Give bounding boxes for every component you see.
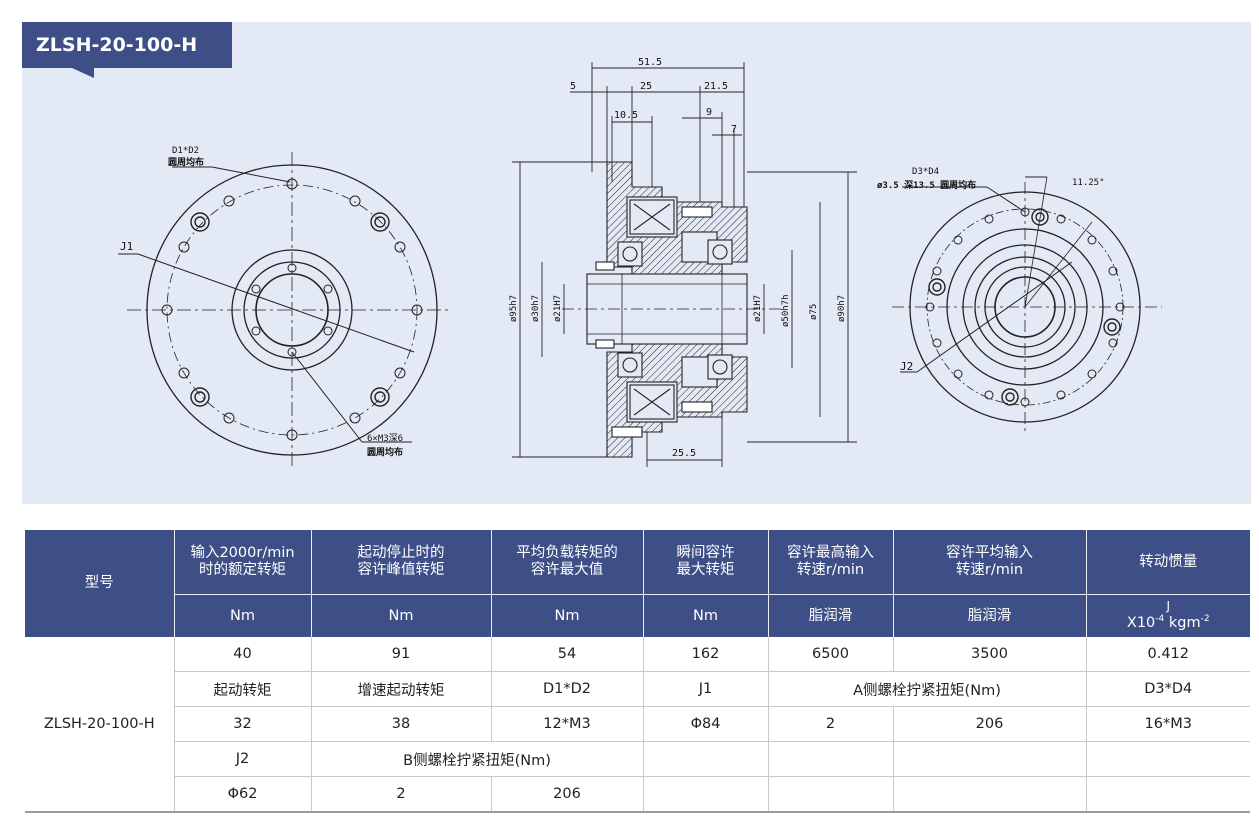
- front-hole-label: D1*D2: [172, 146, 199, 156]
- header-max-input-speed: 容许最高输入 转速r/min: [768, 530, 894, 595]
- dim-10-5: 10.5: [614, 110, 638, 121]
- dim-9: 9: [706, 107, 712, 118]
- rear-hole-label: D3*D4: [912, 167, 939, 177]
- section-dimensions: [512, 62, 857, 467]
- table-cell: 2: [311, 776, 492, 813]
- rear-view-labels: D3*D4 ø3.5 深13.5 圆周均布 11.25° J2: [877, 167, 1105, 373]
- unit-cell: Nm: [643, 594, 769, 637]
- table-cell: Φ84: [643, 706, 769, 742]
- dim-dia-50: ø50h7h: [781, 294, 791, 327]
- table-cell: Φ62: [174, 776, 312, 813]
- header-model: 型号: [25, 530, 175, 637]
- table-cell: 40: [174, 637, 312, 672]
- header-rated-torque: 输入2000r/min 时的额定转矩: [174, 530, 312, 595]
- table-cell: 2: [768, 706, 894, 742]
- table-cell: D3*D4: [1086, 671, 1250, 707]
- table-cell: 0.412: [1086, 637, 1250, 672]
- table-cell: 16*M3: [1086, 706, 1250, 742]
- dim-dia-95: ø95h7: [509, 295, 519, 322]
- table-cell: 206: [893, 706, 1087, 742]
- dim-21-5: 21.5: [704, 81, 728, 92]
- dim-51-5: 51.5: [638, 57, 662, 68]
- table-cell: J1: [643, 671, 769, 707]
- unit-cell: 脂润滑: [768, 594, 894, 637]
- table-cell: A侧螺栓拧紧扭矩(Nm): [768, 671, 1087, 707]
- table-cell: [768, 741, 894, 777]
- table-cell: [1086, 776, 1250, 813]
- header-instant-max-torque: 瞬间容许 最大转矩: [643, 530, 769, 595]
- dim-dia-21-right: ø21H7: [753, 295, 763, 322]
- dim-25-5: 25.5: [672, 448, 696, 459]
- dim-dia-30: ø30h7: [531, 295, 541, 322]
- dim-dia-21-left: ø21H7: [553, 295, 563, 322]
- header-peak-torque: 起动停止时的 容许峰值转矩: [311, 530, 492, 595]
- section-view: [562, 161, 782, 458]
- front-pcd-label: J1: [120, 240, 133, 253]
- table-cell: [643, 776, 769, 813]
- front-thread-note: 圆周均布: [367, 446, 403, 458]
- front-thread-label: 6×M3深6: [367, 433, 403, 444]
- model-tag-notch: [72, 68, 94, 78]
- table-cell: 206: [491, 776, 644, 813]
- front-view: [118, 152, 452, 467]
- dim-dia-75: ø75: [809, 304, 819, 320]
- unit-cell: Nm: [491, 594, 644, 637]
- table-cell: 162: [643, 637, 769, 672]
- rear-pcd-label: J2: [900, 360, 913, 373]
- unit-cell: 脂润滑: [893, 594, 1087, 637]
- dim-25: 25: [640, 81, 652, 92]
- rear-angle-label: 11.25°: [1072, 178, 1105, 188]
- front-view-labels: D1*D2 圆周均布 J1 6×M3深6 圆周均布: [120, 146, 403, 458]
- table-cell: [768, 776, 894, 813]
- front-hole-note: 圆周均布: [168, 156, 204, 168]
- rear-view: [892, 176, 1162, 432]
- spec-table: 型号 输入2000r/min 时的额定转矩 起动停止时的 容许峰值转矩 平均负载…: [25, 530, 1250, 813]
- table-cell: [643, 741, 769, 777]
- dim-dia-90: ø90h7: [837, 295, 847, 322]
- dim-7: 7: [731, 124, 737, 135]
- header-avg-input-speed: 容许平均输入 转速r/min: [893, 530, 1087, 595]
- table-cell: 91: [311, 637, 492, 672]
- table-cell: B侧螺栓拧紧扭矩(Nm): [311, 741, 644, 777]
- table-cell: 起动转矩: [174, 671, 312, 707]
- unit-cell: Nm: [311, 594, 492, 637]
- table-cell: 6500: [768, 637, 894, 672]
- rear-hole-note: ø3.5 深13.5 圆周均布: [877, 179, 976, 191]
- unit-cell: Nm: [174, 594, 312, 637]
- table-cell: [1086, 741, 1250, 777]
- unit-inertia: J X10-4 kgm-2: [1086, 594, 1250, 637]
- table-cell: 增速起动转矩: [311, 671, 492, 707]
- header-avg-load-torque: 平均负载转矩的 容许最大值: [491, 530, 644, 595]
- table-cell: [893, 776, 1087, 813]
- technical-drawing: D1*D2 圆周均布 J1 6×M3深6 圆周均布: [118, 57, 1162, 467]
- dim-5: 5: [570, 81, 576, 92]
- model-cell: ZLSH-20-100-H: [25, 637, 175, 813]
- table-cell: 12*M3: [491, 706, 644, 742]
- table-cell: 54: [491, 637, 644, 672]
- section-labels: 51.5 5 25 21.5 10.5 9 7 25.5 ø95h7 ø30h7…: [509, 57, 847, 459]
- table-cell: [893, 741, 1087, 777]
- table-cell: D1*D2: [491, 671, 644, 707]
- header-inertia: 转动惯量: [1086, 530, 1250, 595]
- table-cell: 3500: [893, 637, 1087, 672]
- table-cell: J2: [174, 741, 312, 777]
- table-cell: 38: [311, 706, 492, 742]
- model-tag: ZLSH-20-100-H: [22, 22, 232, 68]
- table-cell: 32: [174, 706, 312, 742]
